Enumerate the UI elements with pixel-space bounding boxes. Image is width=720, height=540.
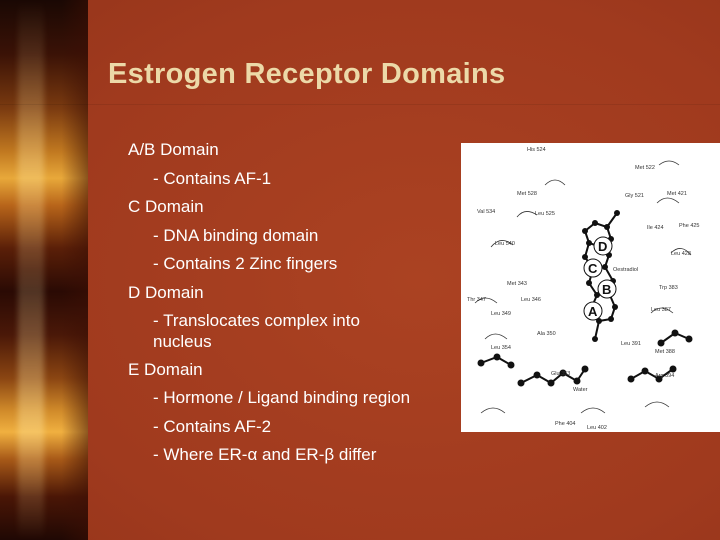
residue-label: Leu 525 xyxy=(535,211,555,217)
residue-label: Phe 425 xyxy=(679,223,700,229)
residue-label: Leu 349 xyxy=(491,311,511,317)
binding-site-diagram: D C B A Oestradiol Water His 524 Met 522… xyxy=(461,143,720,432)
residue-label: Ala 350 xyxy=(537,331,556,337)
residue-label: Met 343 xyxy=(507,281,527,287)
residue-label: Leu 354 xyxy=(491,345,511,351)
bullet-ligand-binding: - Hormone / Ligand binding region xyxy=(153,388,411,407)
ring-letter-a: A xyxy=(588,304,598,319)
ring-letter-b: B xyxy=(602,282,611,297)
bullet-zinc-fingers: - Contains 2 Zinc fingers xyxy=(153,254,338,273)
residue-label: His 524 xyxy=(527,147,546,153)
bullet-d-domain: D Domain xyxy=(128,282,204,302)
bullet-dna-binding: - DNA binding domain xyxy=(153,225,319,245)
bullet-ab-domain: A/B Domain xyxy=(128,140,219,159)
residue-label: Trp 383 xyxy=(659,285,678,291)
bullet-af2: - Contains AF-2 xyxy=(153,416,272,436)
residue-label: Ile 424 xyxy=(647,225,664,231)
residue-label: Leu 540 xyxy=(495,241,515,247)
bullet-translocates-cont: nucleus xyxy=(153,331,212,351)
bullet-c-domain: C Domain xyxy=(128,197,204,216)
residue-label: Glu 353 xyxy=(551,371,570,377)
residue-label: Leu 391 xyxy=(621,341,641,347)
residue-label: Leu 346 xyxy=(521,297,541,303)
residue-label: Val 534 xyxy=(477,209,495,215)
bullet-af1: - Contains AF-1 xyxy=(153,168,272,188)
residue-label: Thr 347 xyxy=(467,297,486,303)
ring-letter-d: D xyxy=(598,239,607,254)
residue-label: Arg 394 xyxy=(655,373,674,379)
ring-letter-c: C xyxy=(588,261,598,276)
title-divider xyxy=(0,104,720,105)
decorative-side-image xyxy=(0,0,88,540)
bullet-list: A/B Domain - Contains AF-1 C Domain - DN… xyxy=(128,136,468,470)
bullet-translocates: - Translocates complex into xyxy=(153,311,360,330)
residue-label: Phe 404 xyxy=(555,421,576,427)
binding-site-svg: D C B A Oestradiol Water His 524 Met 522… xyxy=(467,147,700,431)
slide-title: Estrogen Receptor Domains xyxy=(108,58,506,90)
residue-label: Leu 402 xyxy=(587,425,607,431)
ligand-label: Oestradiol xyxy=(613,267,638,273)
water-label: Water xyxy=(573,387,588,393)
residue-label: Met 528 xyxy=(517,191,537,197)
residue-label: Leu 428 xyxy=(671,251,691,257)
residue-label: Met 421 xyxy=(667,191,687,197)
bullet-er-differ: - Where ER-α and ER-β differ xyxy=(153,445,377,464)
residue-label: Met 388 xyxy=(655,349,675,355)
residue-label: Gly 521 xyxy=(625,193,644,199)
residue-label: Leu 387 xyxy=(651,307,671,313)
bullet-e-domain: E Domain xyxy=(128,359,203,379)
residue-label: Met 522 xyxy=(635,165,655,171)
